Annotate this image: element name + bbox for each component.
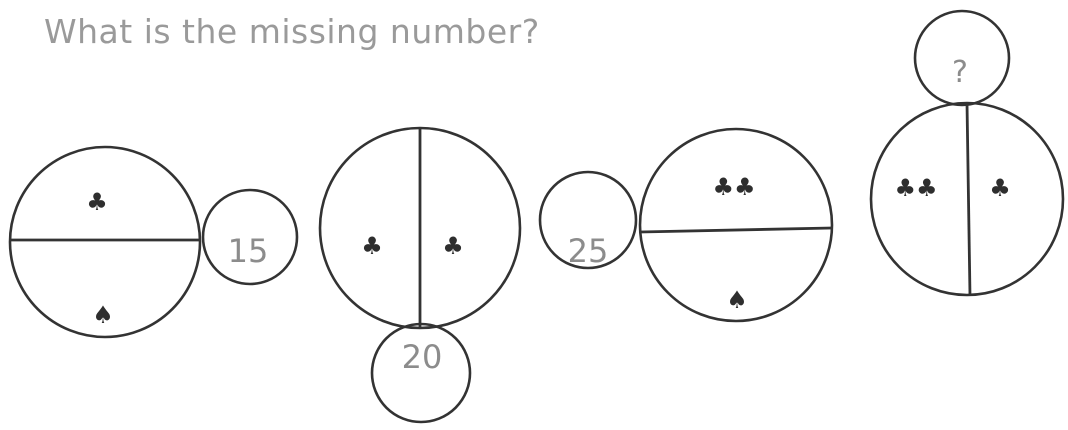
figure-2-number-circle	[370, 322, 472, 424]
figure-3-number-circle	[538, 170, 638, 270]
figure-1-big-circle	[8, 145, 202, 339]
figure-2-left-symbol: ♣	[361, 232, 383, 260]
figure-3: 25 ♣♣ ♠	[538, 127, 834, 323]
figure-3-number: 25	[568, 232, 609, 270]
figure-4-right-symbol: ♣	[989, 174, 1011, 202]
figure-4: ? ♣♣ ♣	[869, 9, 1065, 297]
figure-3-big-circle	[638, 127, 834, 323]
figure-2-right-symbol: ♣	[442, 232, 464, 260]
figure-3-top-symbols: ♣♣	[712, 173, 755, 201]
figure-1: ♣ ♠ 15	[8, 145, 299, 339]
figure-4-number: ?	[952, 55, 968, 90]
question-title: What is the missing number?	[44, 12, 540, 51]
figure-1-number-circle	[201, 188, 299, 286]
figure-4-divider	[965, 102, 972, 297]
figure-2-number: 20	[402, 338, 443, 376]
figure-1-number: 15	[228, 232, 269, 270]
figure-3-bottom-symbol: ♠	[726, 286, 748, 314]
figure-1-top-symbol: ♣	[86, 188, 108, 216]
figure-3-divider	[639, 226, 833, 234]
figure-4-left-symbols: ♣♣	[894, 174, 937, 202]
figure-1-bottom-symbol: ♠	[92, 301, 114, 329]
figure-2: ♣ ♣ 20	[318, 126, 522, 424]
figure-4-number-circle	[913, 9, 1011, 107]
